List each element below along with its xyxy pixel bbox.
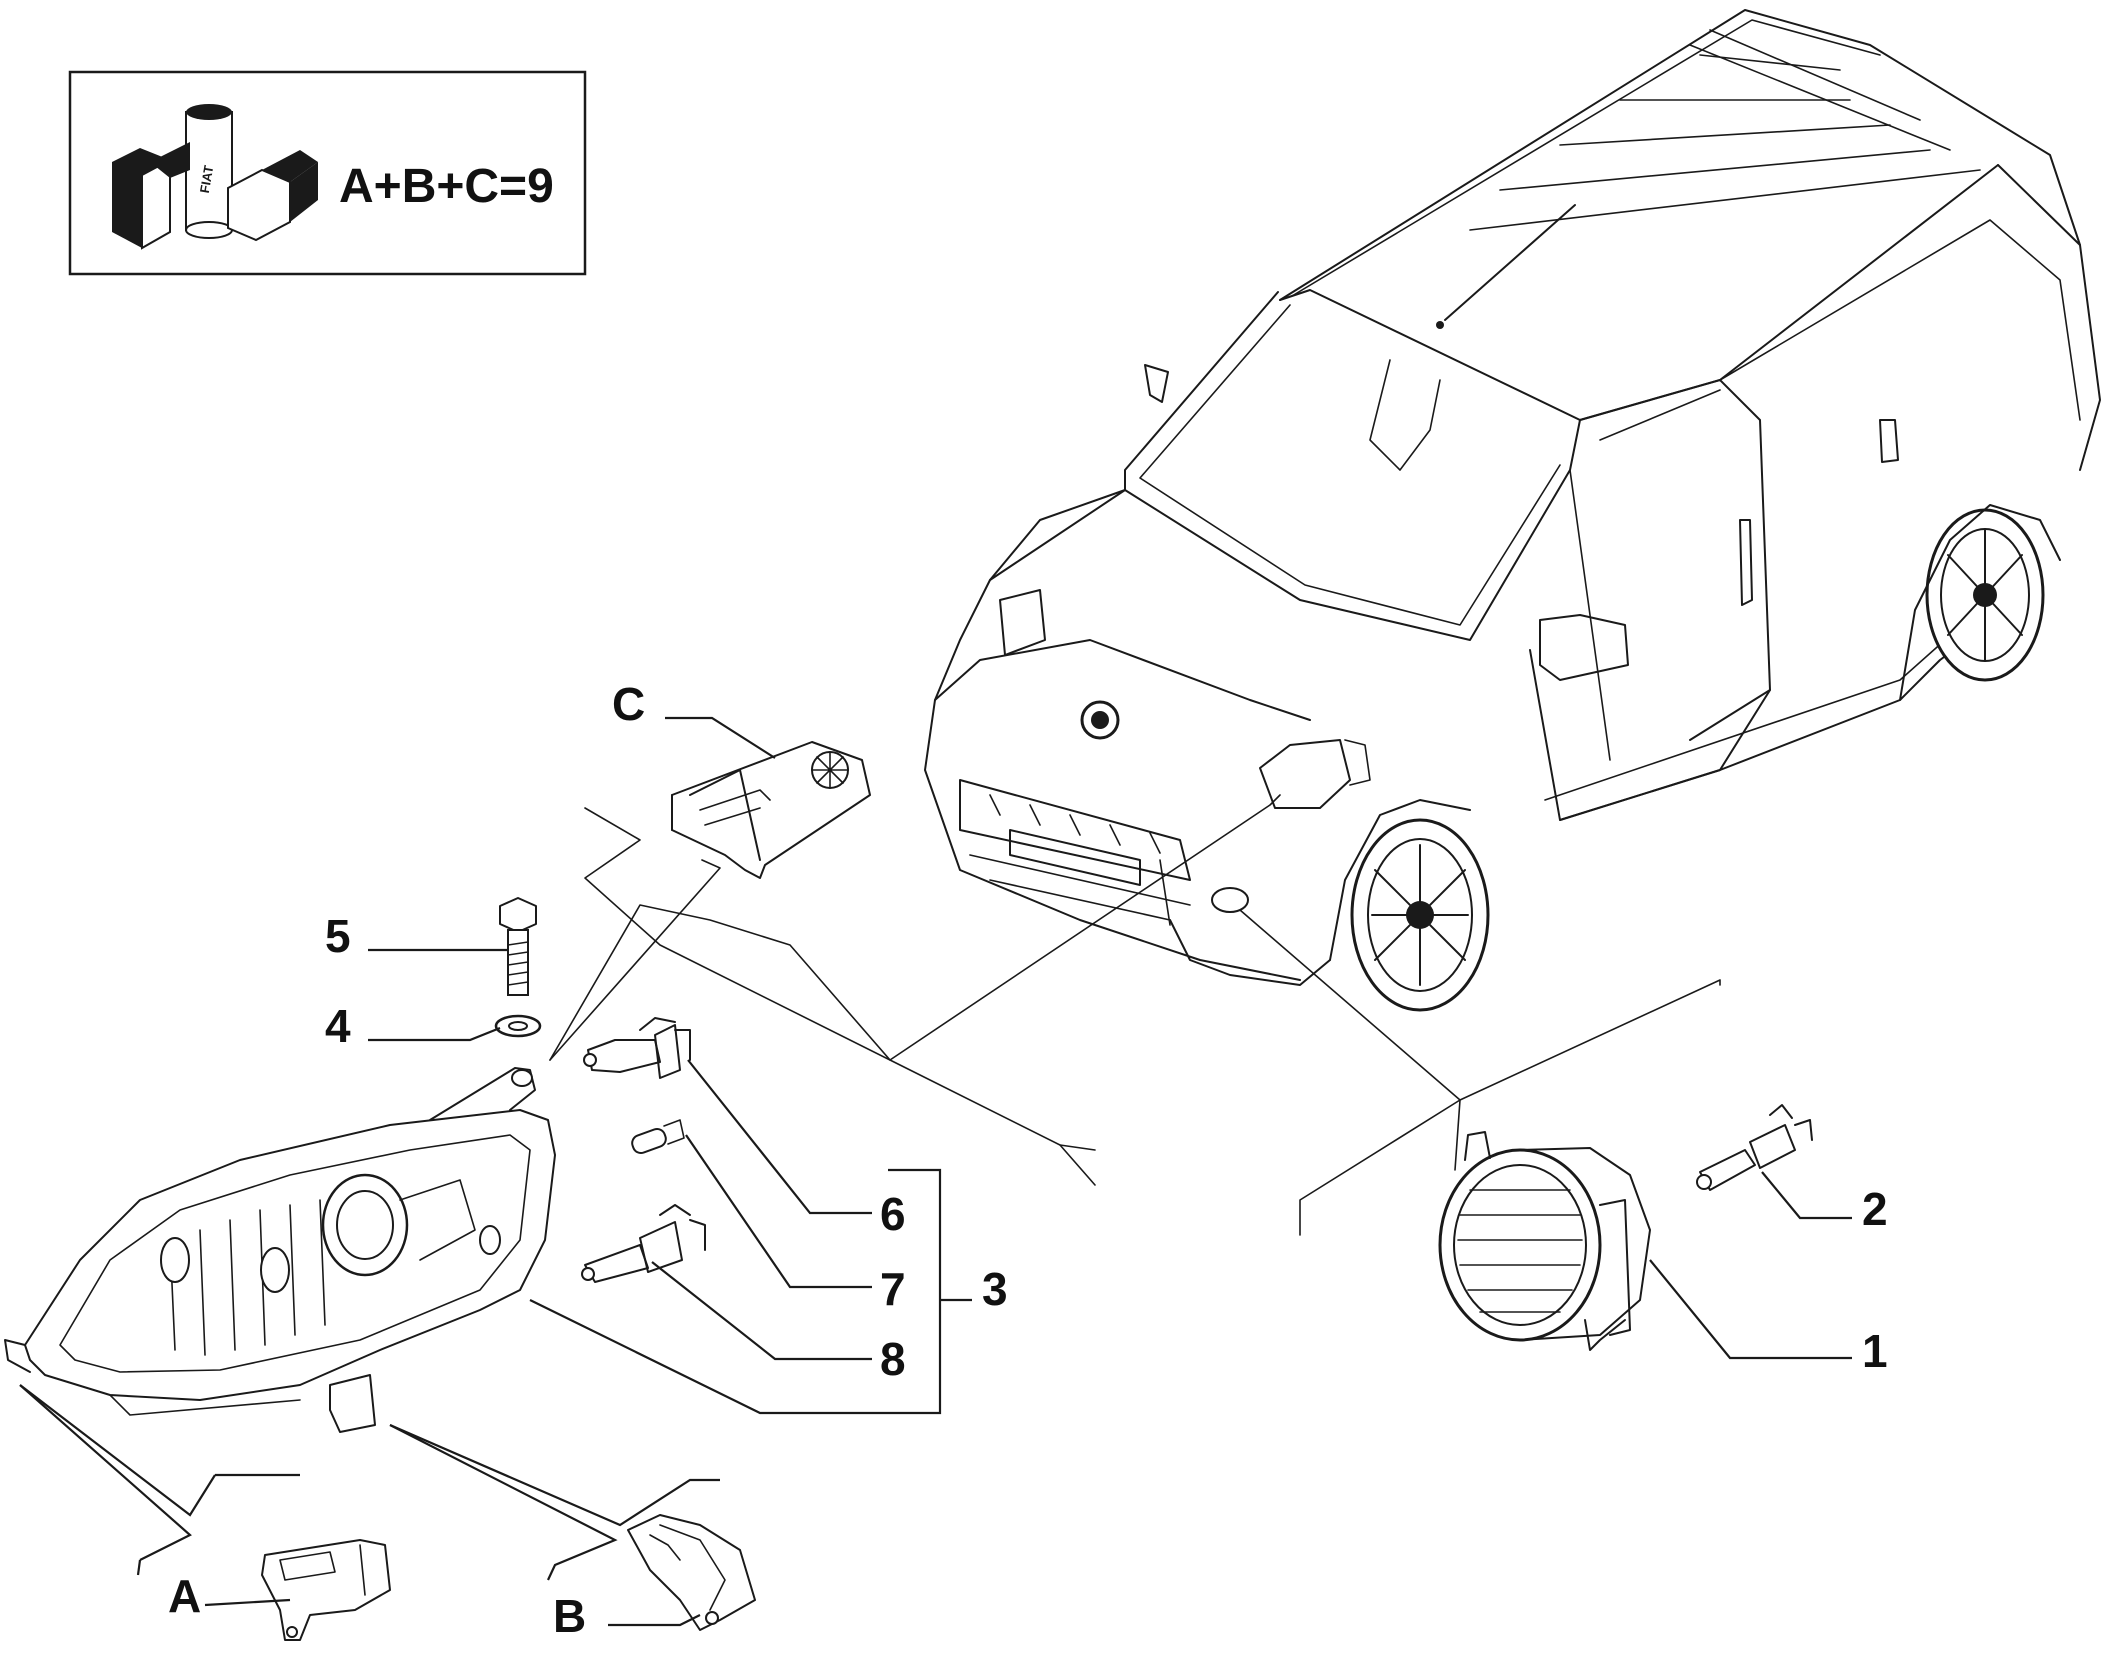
part-7-bulb — [631, 1119, 685, 1155]
callout-a: A — [168, 1570, 201, 1622]
part-5-bolt — [499, 897, 537, 996]
callout-8: 8 — [880, 1333, 906, 1385]
callout-6: 6 — [880, 1188, 906, 1240]
callout-b: B — [553, 1590, 586, 1642]
leader-lines — [19, 716, 1852, 1627]
part-4-washer — [494, 1014, 542, 1038]
callout-5: 5 — [325, 910, 351, 962]
callout-1: 1 — [1862, 1325, 1888, 1377]
van-illustration — [924, 9, 2101, 1012]
kit-legend-box: FIAT A+B+C=9 — [68, 70, 587, 276]
part-1-fog-lamp — [1438, 1131, 1651, 1351]
part-c-headlight-support — [671, 741, 871, 879]
callout-7: 7 — [880, 1263, 906, 1315]
part-6-bulb — [583, 1017, 691, 1079]
part-b-bracket — [627, 1514, 756, 1631]
callout-3: 3 — [982, 1263, 1008, 1315]
part-8-bulb — [581, 1204, 706, 1283]
callout-2: 2 — [1862, 1183, 1888, 1235]
callout-labels: C 5 4 6 7 8 3 2 1 A B — [168, 678, 1888, 1642]
headlamp-assembly — [4, 1067, 556, 1433]
fiat-kit-logo-icon — [112, 104, 318, 250]
part-2-bulb — [1696, 1104, 1813, 1191]
callout-4: 4 — [325, 1000, 351, 1052]
part-a-bracket — [261, 1539, 391, 1641]
callout-c: C — [612, 678, 645, 730]
kit-formula: A+B+C=9 — [339, 160, 554, 213]
logo-lettering: FIAT — [197, 164, 217, 194]
